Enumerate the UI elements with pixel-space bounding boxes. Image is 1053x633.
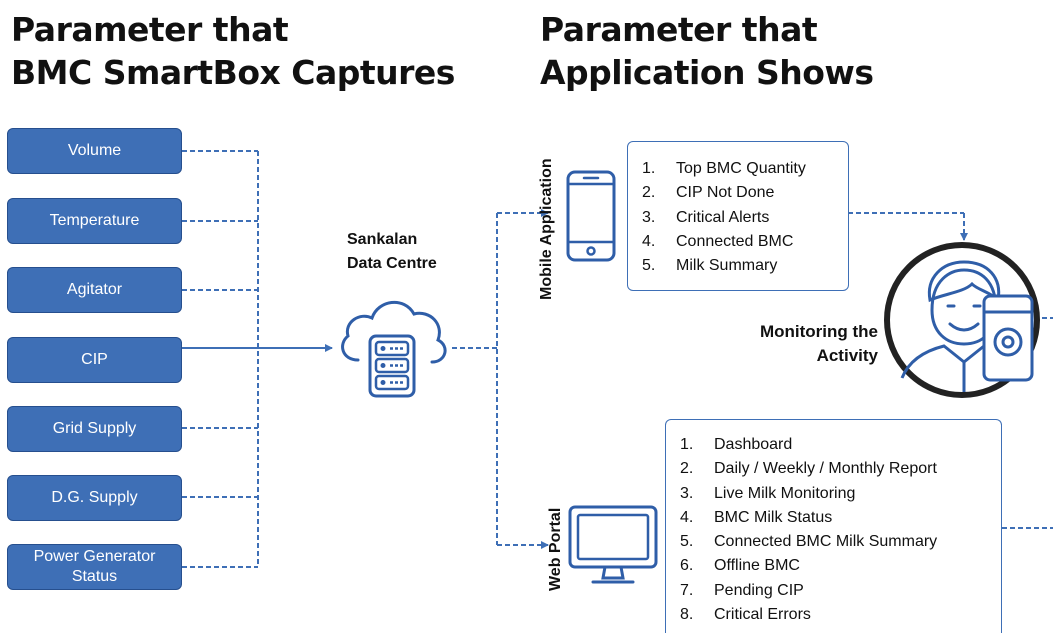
list-item: 4.Connected BMC bbox=[642, 230, 848, 254]
list-item-text: Daily / Weekly / Monthly Report bbox=[714, 460, 937, 478]
param-box-temperature: Temperature bbox=[7, 198, 182, 244]
monitoring-label: Monitoring the Activity bbox=[726, 320, 878, 368]
list-item: 3.Critical Alerts bbox=[642, 206, 848, 230]
list-item-text: Pending CIP bbox=[714, 581, 804, 599]
param-label: Temperature bbox=[49, 212, 140, 229]
cloud-server-icon bbox=[341, 300, 447, 398]
list-item: 6.Offline BMC bbox=[680, 554, 1001, 578]
heading-left-line1: Parameter that bbox=[11, 10, 289, 49]
mobile-features-box: 1.Top BMC Quantity 2.CIP Not Done 3.Crit… bbox=[627, 141, 849, 291]
web-features-list: 1.Dashboard 2.Daily / Weekly / Monthly R… bbox=[680, 433, 1001, 627]
param-box-grid-supply: Grid Supply bbox=[7, 406, 182, 452]
param-label: D.G. Supply bbox=[51, 489, 138, 506]
list-item: 2.Daily / Weekly / Monthly Report bbox=[680, 457, 1001, 481]
smartphone-icon bbox=[566, 170, 616, 262]
list-item-text: BMC Milk Status bbox=[714, 508, 833, 526]
param-label: Volume bbox=[67, 142, 122, 159]
heading-right-line1: Parameter that bbox=[540, 10, 818, 49]
list-item: 5.Milk Summary bbox=[642, 254, 848, 278]
list-item-text: Connected BMC Milk Summary bbox=[714, 533, 938, 551]
param-box-volume: Volume bbox=[7, 128, 182, 174]
mobile-app-label: Mobile Application bbox=[538, 158, 555, 300]
mobile-features-list: 1.Top BMC Quantity 2.CIP Not Done 3.Crit… bbox=[642, 157, 848, 278]
param-label: Power Generator Status bbox=[33, 548, 156, 585]
data-centre-line2: Data Centre bbox=[347, 255, 437, 272]
monitoring-line2: Activity bbox=[816, 346, 878, 365]
list-item-text: Milk Summary bbox=[676, 257, 778, 275]
param-label: CIP bbox=[81, 351, 108, 368]
list-item: 7.Pending CIP bbox=[680, 579, 1001, 603]
list-item-text: Connected BMC bbox=[676, 232, 794, 250]
data-centre-line1: Sankalan bbox=[347, 231, 418, 248]
list-item: 1.Top BMC Quantity bbox=[642, 157, 848, 181]
web-portal-label: Web Portal bbox=[547, 507, 564, 591]
param-box-agitator: Agitator bbox=[7, 267, 182, 313]
data-centre-label: Sankalan Data Centre bbox=[347, 228, 437, 276]
list-item-text: Critical Errors bbox=[714, 606, 811, 624]
list-item: 5.Connected BMC Milk Summary bbox=[680, 530, 1001, 554]
param-box-cip: CIP bbox=[7, 337, 182, 383]
list-item: 4.BMC Milk Status bbox=[680, 506, 1001, 530]
list-item: 2.CIP Not Done bbox=[642, 181, 848, 205]
list-item-text: Dashboard bbox=[714, 436, 793, 453]
list-item-text: Top BMC Quantity bbox=[676, 160, 806, 177]
web-features-box: 1.Dashboard 2.Daily / Weekly / Monthly R… bbox=[665, 419, 1002, 633]
list-item-text: Live Milk Monitoring bbox=[714, 484, 856, 502]
param-box-power-generator: Power Generator Status bbox=[7, 544, 182, 590]
monitoring-line1: Monitoring the bbox=[759, 322, 878, 341]
list-item-text: Critical Alerts bbox=[676, 208, 770, 226]
desktop-monitor-icon bbox=[568, 505, 658, 584]
list-item: 1.Dashboard bbox=[680, 433, 1001, 457]
heading-right-line2: Application Shows bbox=[540, 53, 874, 92]
heading-left: Parameter that BMC SmartBox Captures bbox=[11, 8, 455, 94]
param-label: Grid Supply bbox=[52, 420, 137, 437]
operator-avatar-icon bbox=[884, 242, 1040, 398]
list-item: 3.Live Milk Monitoring bbox=[680, 482, 1001, 506]
param-box-dg-supply: D.G. Supply bbox=[7, 475, 182, 521]
param-label: Agitator bbox=[66, 281, 123, 298]
list-item-text: CIP Not Done bbox=[676, 184, 775, 202]
list-item: 8.Critical Errors bbox=[680, 603, 1001, 627]
list-item-text: Offline BMC bbox=[714, 557, 800, 575]
heading-left-line2: BMC SmartBox Captures bbox=[11, 53, 455, 92]
heading-right: Parameter that Application Shows bbox=[540, 8, 874, 94]
